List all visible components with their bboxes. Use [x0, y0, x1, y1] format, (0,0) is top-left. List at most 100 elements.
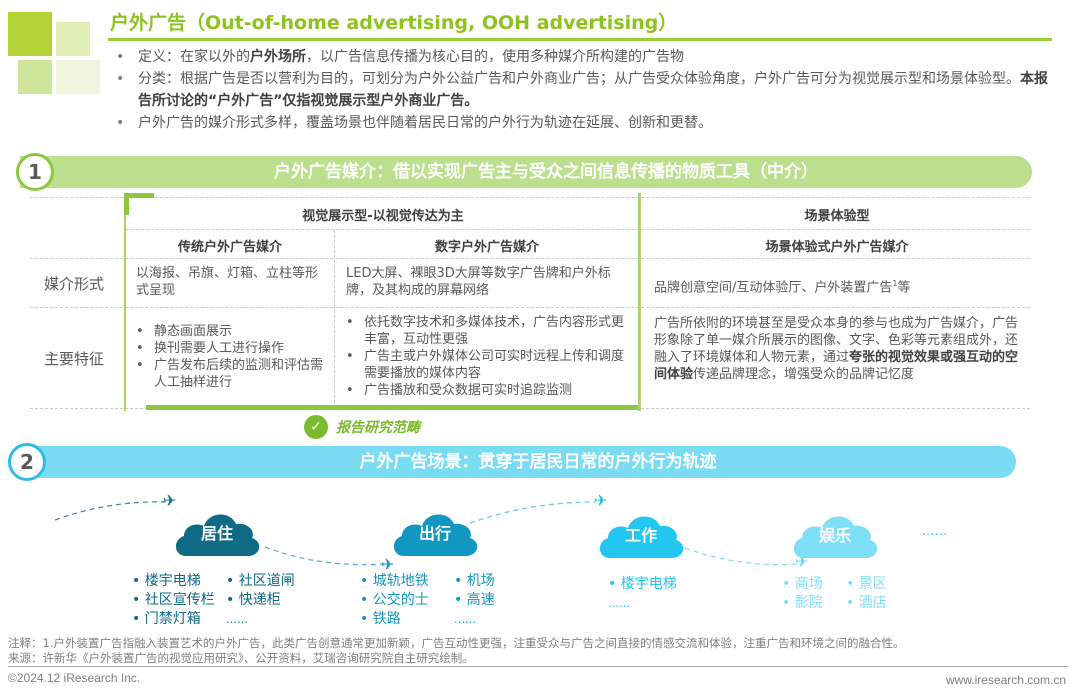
footnotes: 注释：1.户外装置广告指融入装置艺术的户外广告，此类广告创意通常更加新颖，广告互…	[8, 636, 904, 666]
section2-title: 户外广告场景：贯穿于居民日常的户外行为轨迹	[359, 452, 717, 472]
bullet-text: 分类：根据广告是否以营利为目的，可划分为户外公益广告和户外商业广告；从广告受众体…	[138, 71, 1020, 87]
path-segment	[264, 546, 386, 566]
section1-number-badge: 1	[16, 153, 54, 191]
trajectory-path	[54, 501, 801, 566]
scene-label: 出行	[418, 524, 451, 543]
scene-item: 楼宇电梯	[608, 575, 677, 594]
frame-corner	[124, 193, 129, 215]
scene-divider	[640, 193, 641, 411]
scene-item: 铁路	[360, 610, 429, 629]
bullet-bold: 本报告所讨论的“户外广告”仅指视觉展示型户外商业广告。	[138, 71, 1048, 109]
scene-list-travel: 城轨地铁 公交的士 铁路	[360, 572, 429, 629]
cell-features-scene: 广告所依附的环境甚至是受众本身的参与也成为广告媒介，广告形象除了单一媒介所展示的…	[654, 315, 1026, 383]
title-underline	[108, 38, 1052, 41]
section2-banner: 户外广告场景：贯穿于居民日常的户外行为轨迹	[20, 446, 1016, 478]
footer-divider	[8, 666, 1068, 667]
footnote-ref: 1	[892, 279, 898, 288]
visual-display-frame	[124, 193, 640, 411]
cell-text: 传递品牌理念，增强受众的品牌记忆度	[693, 367, 915, 382]
path-segment	[684, 547, 801, 566]
cell-text: 等	[897, 280, 911, 296]
scene-cloud-entertainment: 娱乐	[790, 508, 880, 560]
feature-item: 换刊需要人工进行操作	[136, 340, 330, 357]
table-divider	[30, 307, 1030, 308]
cloud-icon	[793, 516, 878, 558]
feature-item: 广告主或户外媒体公司可实时远程上传和调度需要播放的媒体内容	[346, 348, 634, 382]
airplane-icon: ✈	[163, 491, 177, 510]
logo-square	[56, 60, 100, 94]
path-segment	[469, 501, 596, 524]
scene-item: 快递柜	[226, 591, 295, 610]
feature-list: 依托数字技术和多媒体技术，广告内容形式更丰富，互动性更强 广告主或户外媒体公司可…	[346, 314, 634, 399]
frame-corner	[124, 193, 154, 198]
airplane-icon: ✈	[381, 555, 395, 574]
bullet-text: 定义：在家以外的	[138, 49, 250, 65]
scene-list-entertainment: 商场 影院	[782, 575, 823, 613]
cell-form-digital: LED大屏、裸眼3D大屏等数字广告牌和户外标牌，及其构成的屏幕网络	[346, 266, 611, 298]
cell-features-digital: 依托数字技术和多媒体技术，广告内容形式更丰富，互动性更强 广告主或户外媒体公司可…	[346, 314, 634, 399]
cell-features-traditional: 静态画面展示 换刊需要人工进行操作 广告发布后续的监测和评估需人工抽样进行	[136, 323, 330, 391]
copyright: ©2024.12 iResearch Inc.	[8, 671, 141, 685]
logo-square	[8, 12, 52, 56]
scene-label: 居住	[200, 524, 233, 543]
scene-list-work: 楼宇电梯 ……	[608, 575, 677, 613]
cell-text: 广告所依附的环境甚至是受众本身的参与也成为广告媒介，广告形象除了单一媒介所展示的…	[654, 316, 1019, 365]
intro-bullet: 户外广告的媒介形式多样，覆盖场景也伴随着居民日常的户外行为轨迹在延展、创新和更替…	[116, 112, 1056, 134]
source-text: 来源：许新华《户外装置广告的视觉应用研究》、公开资料，艾瑞咨询研究院自主研究绘制…	[8, 651, 474, 665]
cell-form-scene: 品牌创意空间/互动体验厅、户外装置广告1等	[654, 275, 1024, 296]
scene-item: 酒店	[846, 594, 887, 613]
scene-item: 城轨地铁	[360, 572, 429, 591]
page-title: 户外广告（Out-of-home advertising, OOH advert…	[110, 12, 678, 34]
website-link[interactable]: www.iresearch.com.cn	[945, 673, 1066, 687]
scene-item: 公交的士	[360, 591, 429, 610]
cloud-icon	[175, 514, 260, 556]
feature-item: 广告发布后续的监测和评估需人工抽样进行	[136, 357, 330, 391]
intro-bullet: 分类：根据广告是否以营利为目的，可划分为户外公益广告和户外商业广告；从广告受众体…	[116, 68, 1056, 112]
table-divider	[30, 258, 1030, 259]
section2-number-badge: 2	[8, 443, 46, 481]
cell-text: 品牌创意空间/互动体验厅、户外装置广告	[654, 280, 893, 296]
scene-cloud-residence: 居住	[172, 506, 262, 558]
column-header-digital: 数字户外广告媒介	[434, 240, 539, 255]
path-segment	[54, 501, 171, 521]
scene-item: 景区	[846, 575, 887, 594]
feature-list: 静态画面展示 换刊需要人工进行操作 广告发布后续的监测和评估需人工抽样进行	[136, 323, 330, 391]
scene-more: ……	[226, 613, 248, 626]
frame-bottom-bar	[146, 405, 638, 410]
cloud-icon	[393, 514, 478, 556]
scope-text: 报告研究范畴	[336, 420, 420, 436]
scene-item: 机场	[454, 572, 495, 591]
scene-item: 社区宣传栏	[132, 591, 215, 610]
row-label-features: 主要特征	[43, 350, 104, 368]
feature-item: 依托数字技术和多媒体技术，广告内容形式更丰富，互动性更强	[346, 314, 634, 348]
scene-label: 工作	[624, 526, 657, 545]
scene-item: 影院	[782, 594, 823, 613]
column-header-scene: 场景体验式户外广告媒介	[765, 240, 909, 255]
scene-more: ……	[454, 613, 476, 626]
scene-list-entertainment-col2: 景区 酒店	[846, 575, 887, 613]
section1-banner: 户外广告媒介：借以实现广告主与受众之间信息传播的物质工具（中介）	[20, 156, 1032, 188]
scene-item: 商场	[782, 575, 823, 594]
table-column-divider	[334, 230, 335, 408]
cell-bold: 夸张的视觉效果或强互动的空间体验	[654, 350, 1019, 382]
scene-list-residence-col2: 社区道闸 快递柜 ……	[226, 572, 295, 629]
section1-title: 户外广告媒介：借以实现广告主与受众之间信息传播的物质工具（中介）	[274, 162, 818, 182]
logo-square	[56, 22, 90, 56]
bullet-bold: 户外场所	[250, 49, 306, 65]
scene-item: 门禁灯箱	[132, 610, 215, 629]
scene-item: 高速	[454, 591, 495, 610]
group-header-scene: 场景体验型	[804, 209, 870, 224]
feature-item: 静态画面展示	[136, 323, 330, 340]
table-divider	[30, 197, 1030, 198]
scene-label: 娱乐	[818, 526, 851, 545]
intro-bullets: 定义：在家以外的户外场所，以广告信息传播为核心目的，使用多种媒介所构建的广告物 …	[116, 46, 1056, 134]
scene-cloud-travel: 出行	[390, 506, 480, 558]
cell-form-traditional: 以海报、吊旗、灯箱、立柱等形式呈现	[136, 266, 319, 298]
scene-item: 社区道闸	[226, 572, 295, 591]
scene-list-travel-col2: 机场 高速 ……	[454, 572, 495, 629]
scene-cloud-work: 工作	[596, 508, 686, 560]
group-header-visual: 视觉展示型-以视觉传达为主	[302, 209, 464, 224]
intro-bullet: 定义：在家以外的户外场所，以广告信息传播为核心目的，使用多种媒介所构建的广告物	[116, 46, 1056, 68]
column-header-traditional: 传统户外广告媒介	[177, 240, 282, 255]
scene-item: 楼宇电梯	[132, 572, 215, 591]
